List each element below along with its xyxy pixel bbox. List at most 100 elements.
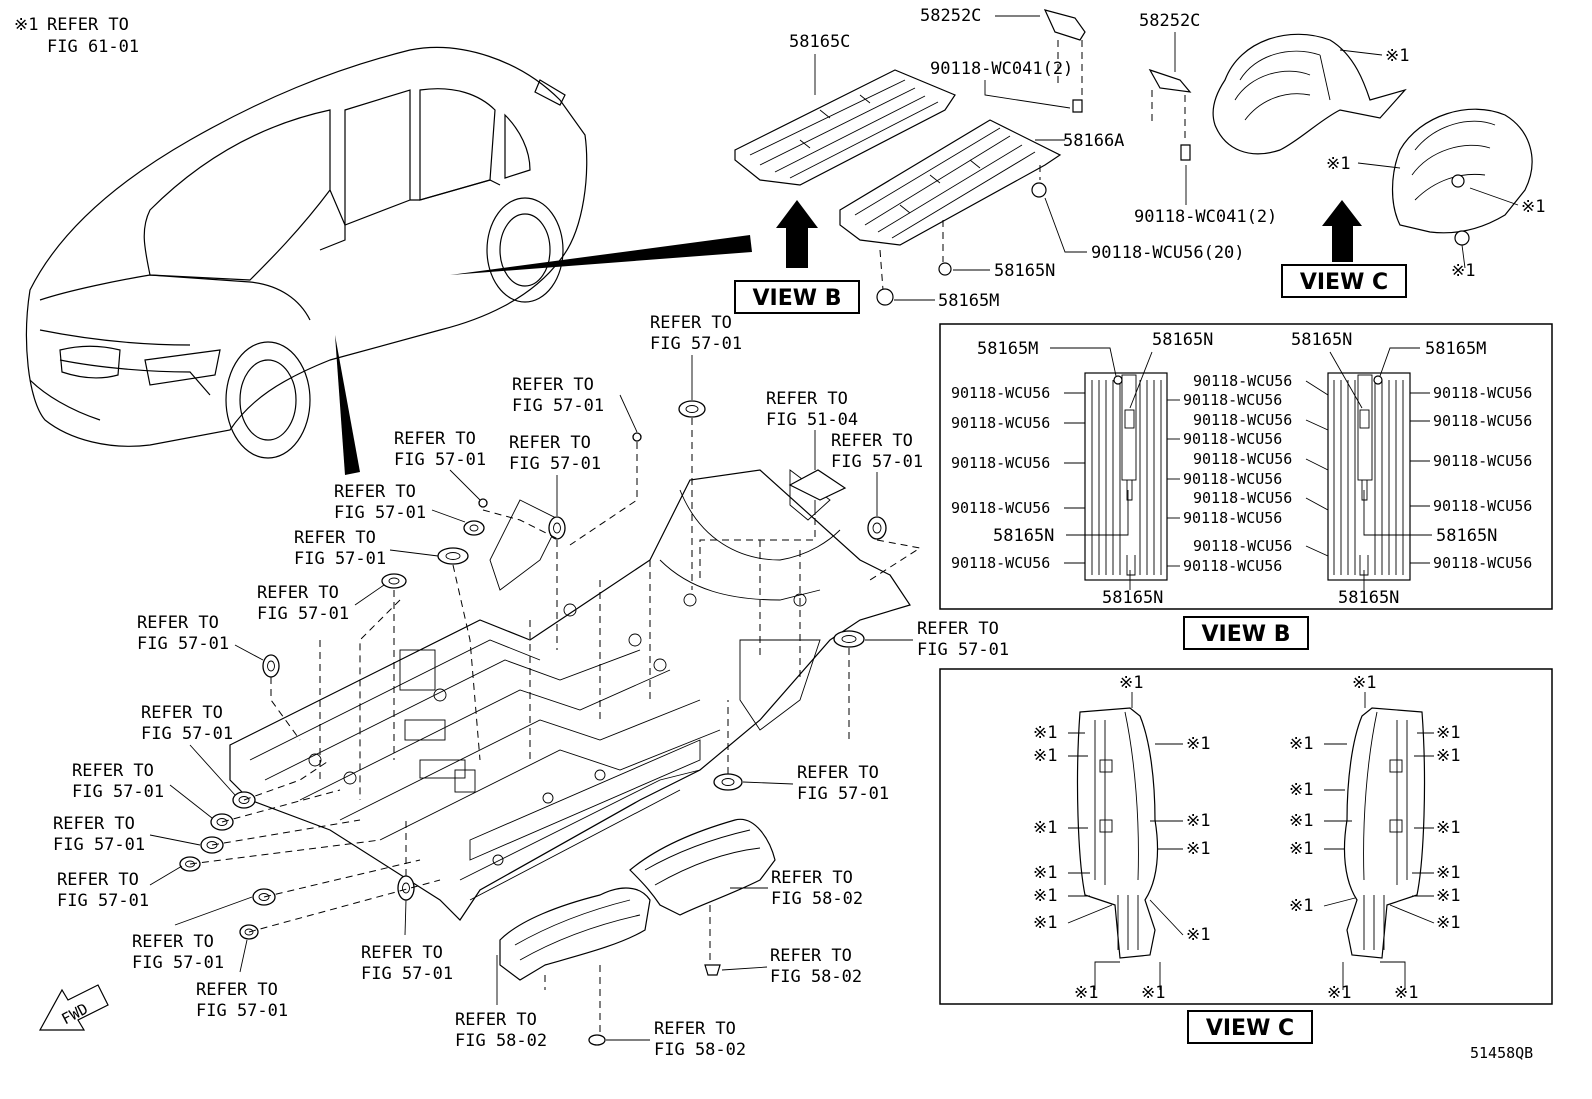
svg-text:FIG 57-01: FIG 57-01	[831, 452, 923, 472]
mark-c-2: ※1	[1326, 154, 1350, 174]
vb-wcu56-r3: 90118-WCU56	[1193, 450, 1292, 468]
vb-wcu56-r6: 90118-WCU56	[1433, 384, 1532, 402]
svg-text:REFER TO: REFER TO	[797, 763, 879, 783]
mark-c-1: ※1	[1385, 46, 1409, 66]
vb-wcu56-r4: 90118-WCU56	[1193, 489, 1292, 507]
svg-text:REFER TO: REFER TO	[509, 433, 591, 453]
clip-c-b	[1454, 230, 1470, 246]
fwd-arrow: FWD	[38, 984, 109, 1031]
svg-text:FIG 57-01: FIG 57-01	[57, 891, 149, 911]
svg-text:FIG 57-01: FIG 57-01	[509, 454, 601, 474]
svg-text:※1: ※1	[1033, 723, 1057, 743]
bracket-58252c-a	[1043, 9, 1086, 41]
svg-text:REFER TO: REFER TO	[455, 1010, 537, 1030]
svg-text:※1: ※1	[1033, 913, 1057, 933]
label-58165n-top: 58165N	[994, 261, 1055, 281]
floor-guide-lines	[189, 418, 922, 933]
svg-text:FIG 57-01: FIG 57-01	[361, 964, 453, 984]
view-b-arrow	[776, 200, 818, 268]
label-58165c: 58165C	[789, 32, 850, 52]
svg-text:※1: ※1	[1436, 886, 1460, 906]
view-c-title-panel: VIEW C	[1206, 1016, 1294, 1041]
vb-wcu56-l8: 90118-WCU56	[1183, 470, 1282, 488]
heat-insulator-a	[499, 887, 651, 1046]
svg-text:REFER TO: REFER TO	[196, 980, 278, 1000]
bolt-top	[1072, 99, 1083, 113]
view-c-box-panel	[1187, 1010, 1313, 1044]
label-58166a: 58166A	[1063, 131, 1124, 151]
note-fig: FIG 61-01	[47, 37, 139, 57]
vb-wcu56-r7: 90118-WCU56	[1433, 412, 1532, 430]
svg-text:※1: ※1	[1394, 983, 1418, 1003]
svg-text:※1: ※1	[1436, 913, 1460, 933]
svg-text:REFER TO: REFER TO	[132, 932, 214, 952]
svg-text:※1: ※1	[1186, 839, 1210, 859]
svg-text:REFER TO: REFER TO	[770, 946, 852, 966]
heat-insulator-b	[629, 818, 776, 976]
under-cover-58165c	[734, 69, 956, 186]
vb-wcu56-r2: 90118-WCU56	[1193, 411, 1292, 429]
label-58252c-a: 58252C	[920, 6, 981, 26]
svg-text:FIG 57-01: FIG 57-01	[196, 1001, 288, 1021]
svg-text:REFER TO: REFER TO	[294, 528, 376, 548]
label-90118-wc041-a: 90118-WC041(2)	[930, 59, 1073, 79]
clip-c-a	[1451, 174, 1465, 188]
svg-text:FIG 58-02: FIG 58-02	[771, 889, 863, 909]
vb-58165n-l: 58165N	[1152, 330, 1213, 350]
svg-text:FIG 57-01: FIG 57-01	[917, 640, 1009, 660]
svg-text:※1: ※1	[1289, 839, 1313, 859]
svg-text:FIG 57-01: FIG 57-01	[797, 784, 889, 804]
vb-wcu56-l9: 90118-WCU56	[1183, 509, 1282, 527]
svg-text:REFER TO: REFER TO	[394, 429, 476, 449]
svg-text:REFER TO: REFER TO	[137, 613, 219, 633]
svg-text:※1: ※1	[1074, 983, 1098, 1003]
fender-liner-lower	[1391, 108, 1533, 234]
view-b-title: VIEW B	[753, 286, 842, 311]
floor-pan	[229, 469, 911, 921]
view-b-left-cover	[1084, 372, 1168, 581]
svg-text:REFER TO: REFER TO	[141, 703, 223, 723]
view-b-panel	[939, 323, 1553, 610]
bracket-58252c-b	[1148, 68, 1192, 93]
svg-text:FIG 57-01: FIG 57-01	[141, 724, 233, 744]
svg-text:FIG 57-01: FIG 57-01	[294, 549, 386, 569]
svg-text:※1: ※1	[1186, 734, 1210, 754]
vb-58165m-r: 58165M	[1425, 339, 1486, 359]
svg-text:REFER TO: REFER TO	[53, 814, 135, 834]
vb-58165n-r: 58165N	[1291, 330, 1352, 350]
svg-text:※1: ※1	[1186, 925, 1210, 945]
view-c-left-liner	[1076, 707, 1159, 959]
svg-text:FIG 57-01: FIG 57-01	[394, 450, 486, 470]
svg-text:※1: ※1	[1436, 863, 1460, 883]
svg-text:※1: ※1	[1436, 818, 1460, 838]
svg-text:REFER TO: REFER TO	[766, 389, 848, 409]
svg-text:※1: ※1	[1436, 723, 1460, 743]
vb-wcu56-r9: 90118-WCU56	[1433, 497, 1532, 515]
vb-wcu56-l5: 90118-WCU56	[951, 554, 1050, 572]
svg-text:FIG 58-02: FIG 58-02	[455, 1031, 547, 1051]
view-b-right-cover	[1327, 372, 1411, 581]
svg-text:※1: ※1	[1436, 746, 1460, 766]
vb-wcu56-l2: 90118-WCU56	[951, 414, 1050, 432]
svg-text:※1: ※1	[1119, 673, 1143, 693]
clip-90118-wcu56	[1031, 182, 1047, 198]
svg-text:REFER TO: REFER TO	[72, 761, 154, 781]
vb-wcu56-l7: 90118-WCU56	[1183, 430, 1282, 448]
svg-text:FIG 57-01: FIG 57-01	[137, 634, 229, 654]
mark-c-4: ※1	[1451, 261, 1475, 281]
vb-58165n-l3: 58165N	[1102, 588, 1163, 608]
svg-text:※1: ※1	[1033, 886, 1057, 906]
svg-text:※1: ※1	[1033, 746, 1057, 766]
drawing-number: 51458QB	[1470, 1044, 1533, 1062]
vb-58165m-l: 58165M	[977, 339, 1038, 359]
svg-text:REFER TO: REFER TO	[257, 583, 339, 603]
svg-text:※1: ※1	[1352, 673, 1376, 693]
pointer-wedge-floor	[335, 335, 360, 475]
mark-c-3: ※1	[1521, 197, 1545, 217]
refer-labels: REFER TO FIG 57-01 REFER TO FIG 57-01 RE…	[53, 313, 1009, 1060]
vb-58165n-r2: 58165N	[1436, 526, 1497, 546]
view-c-leaders	[1067, 692, 1435, 990]
view-c-panel	[939, 668, 1553, 1005]
